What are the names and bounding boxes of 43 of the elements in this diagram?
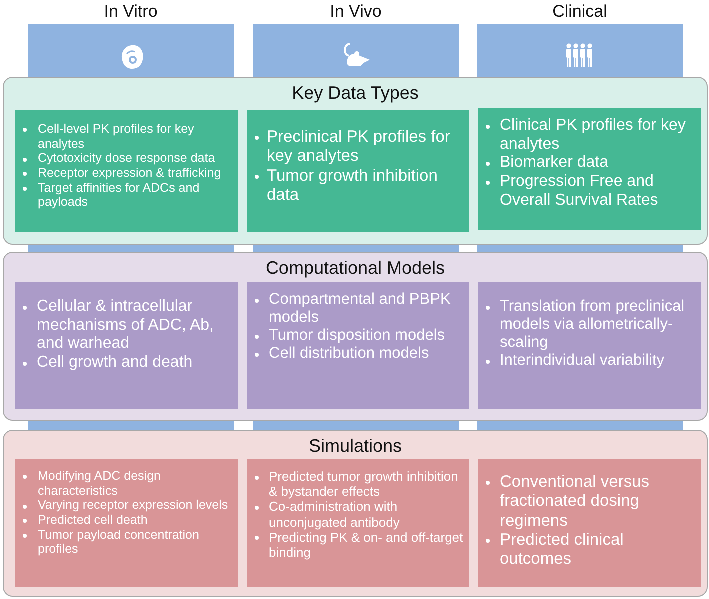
bullet-text: Preclinical PK profiles for key analytes [267,128,450,166]
bullet-text: Co-administration with unconjugated antibody [269,499,400,530]
content-card [478,459,701,587]
bullet-text: Predicted cell death [38,512,148,527]
bullet-text: Tumor growth inhibition data [267,166,438,204]
bullet-text: Predicted tumor growth inhibition & bystander effects [269,469,458,500]
bullet-text: Clinical PK profiles for key analytes [500,117,686,153]
bullet-text: Varying receptor expression levels [38,498,228,512]
content-card [247,282,469,409]
content-card [478,282,701,409]
bullet-text: Conventional versus fractionated dosing regimens [500,473,650,530]
bullet-text: Predicting PK & on- and off-target binding [269,530,464,560]
bullet-text: Receptor expression & trafficking [38,166,222,180]
bullet-text: Modifying ADC design characteristics [38,469,161,498]
bullet-text: Tumor payload concentration profiles [38,528,200,556]
bullet-text: Cell growth and death [37,354,193,372]
bullet-text: Tumor disposition models [269,327,446,344]
section-band [3,77,708,245]
bullet-text: Predicted clinical outcomes [500,530,624,568]
column-heading: In Vivo [329,2,383,22]
bullet-text: Compartmental and PBPK models [269,291,451,326]
bullet-text: Progression Free and Overall Survival Rates [500,173,658,209]
content-card [247,459,469,587]
section-title: Simulations [308,436,404,457]
content-card [478,108,701,230]
bullet-text: Cell distribution models [269,345,430,362]
content-card [15,110,238,232]
column-heading: Clinical [552,2,608,22]
section-title: Computational Models [264,258,446,279]
column-heading: In Vitro [103,2,159,22]
bullet-text: Biomarker data [500,154,608,172]
content-card [15,459,238,587]
bullet-text: Target affinities for ADCs and payloads [38,180,200,210]
section-band [3,430,708,597]
section-band [3,252,708,421]
bullet-text: Cell-level PK profiles for key analytes [38,122,194,151]
bullet-text: Translation from preclinical models via allometrically-scaling [500,298,685,352]
bullet-text: Interindividual variability [500,352,665,370]
bullet-text: Cellular & intracellular mechanisms of ADC, Ab, and warhead [37,298,214,352]
content-card [247,110,469,232]
bullet-text: Cytotoxicity dose response data [38,151,216,166]
section-title: Key Data Types [291,83,420,104]
content-card [15,282,238,409]
